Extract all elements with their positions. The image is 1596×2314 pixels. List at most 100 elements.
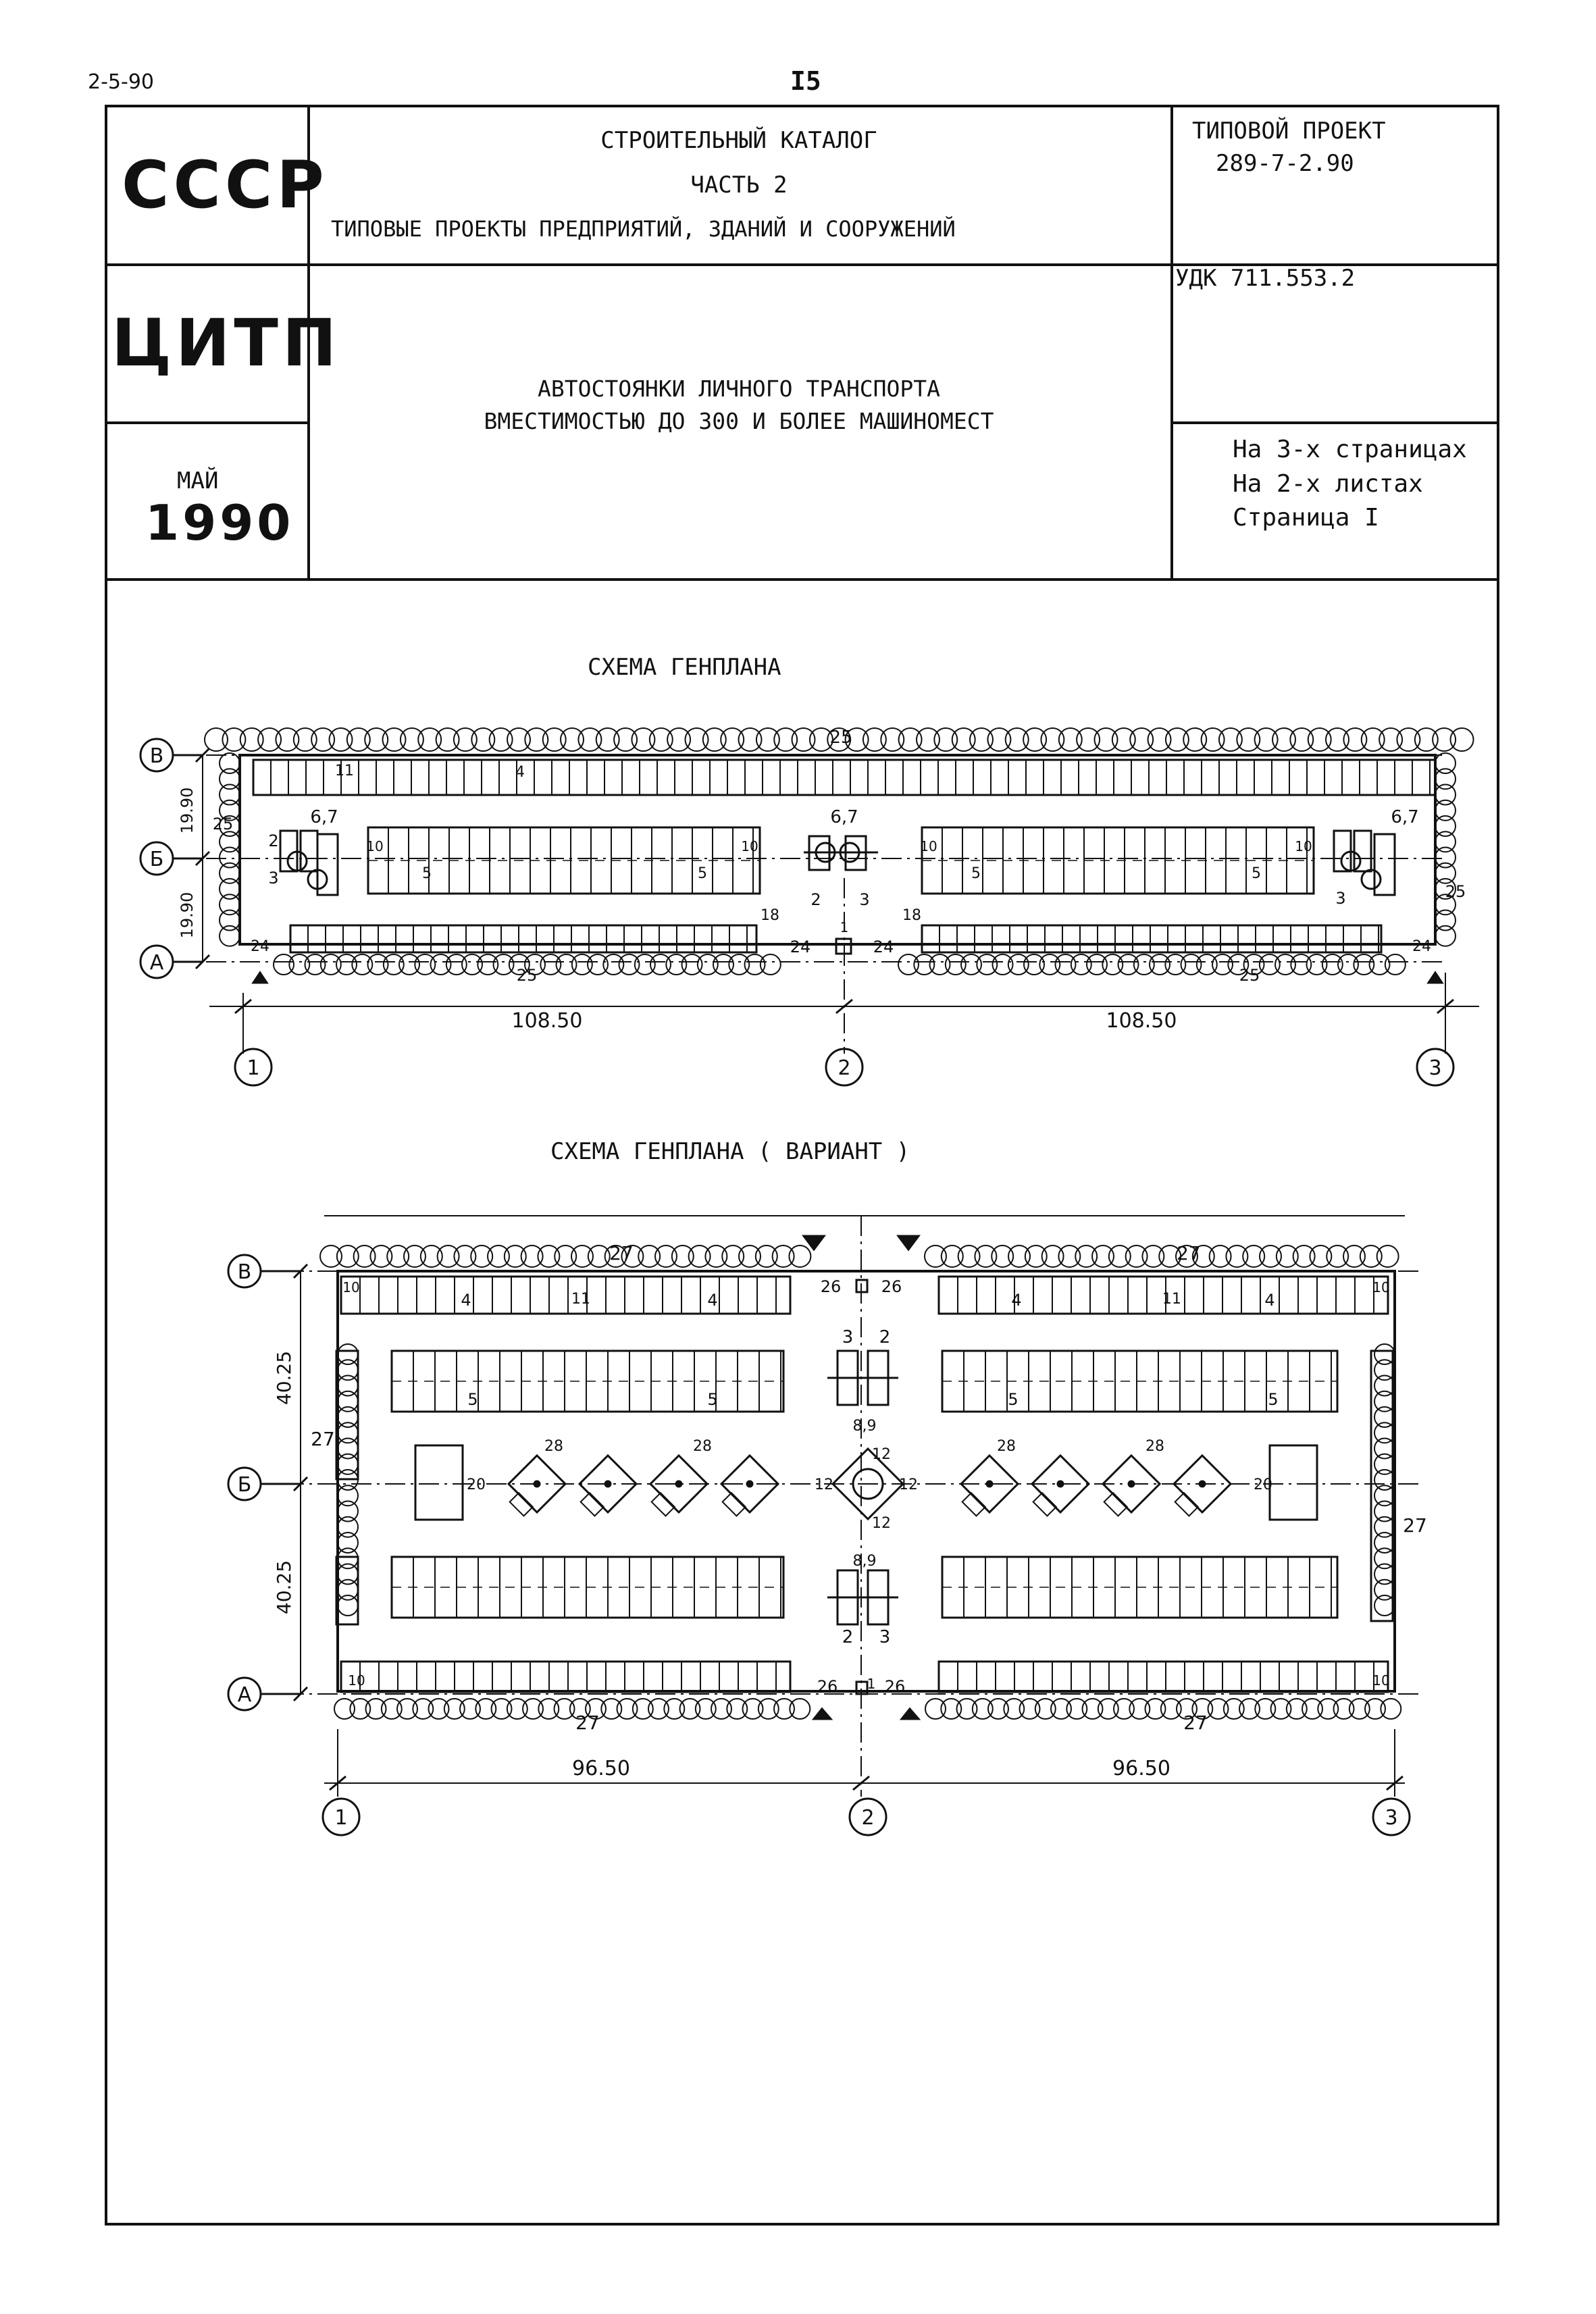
tree	[396, 1698, 418, 1720]
tree	[1227, 954, 1250, 975]
scheme1-label-building-left: 6,7	[310, 807, 338, 827]
tree	[925, 1698, 946, 1720]
tree	[587, 1245, 611, 1268]
tree	[219, 783, 240, 806]
tree	[1306, 954, 1328, 975]
scheme1-label-roadway: 4	[515, 764, 525, 781]
tree	[453, 1245, 477, 1268]
scheme2-label-11-a: 11	[571, 1291, 590, 1308]
scheme2-diamond-pavilions	[507, 1447, 1233, 1521]
tree	[571, 954, 593, 975]
scheme1-entry-arrow-right	[1426, 971, 1444, 984]
tree	[386, 1245, 410, 1268]
tree	[1117, 954, 1139, 975]
tree	[1302, 1698, 1323, 1720]
scheme2-label-27-top-right: 27	[1177, 1242, 1201, 1264]
scheme2-label-27-bottom-left: 27	[575, 1712, 600, 1734]
tree	[648, 1698, 669, 1720]
tree	[1144, 1698, 1166, 1720]
tree	[337, 1532, 359, 1553]
tree	[503, 1245, 527, 1268]
tree	[577, 727, 602, 752]
tree	[1435, 831, 1456, 853]
scheme1-label-5-c: 5	[971, 865, 981, 882]
tree	[1435, 768, 1456, 790]
scheme1-left-building	[279, 829, 339, 896]
tree	[738, 1245, 761, 1268]
scheme2-label-10-a: 10	[342, 1279, 359, 1295]
tree	[353, 1245, 376, 1268]
tree	[1275, 1245, 1299, 1268]
tree	[508, 954, 530, 975]
tree	[292, 727, 317, 752]
scheme2-title: СХЕМА ГЕНПЛАНА ( ВАРИАНТ )	[550, 1138, 910, 1165]
scheme1-label-building-right: 6,7	[1391, 807, 1418, 827]
tree	[219, 878, 240, 900]
scheme2-dim-upper: 40.25	[273, 1351, 295, 1405]
scheme1-site-boundary	[238, 754, 1437, 946]
tree	[696, 954, 719, 975]
tree	[694, 1698, 717, 1720]
tree	[957, 1245, 981, 1268]
tree	[337, 1437, 359, 1460]
tree	[1023, 727, 1048, 752]
month-label: МАЙ	[177, 467, 219, 494]
scheme1-label-5-d: 5	[1252, 865, 1261, 882]
tree	[351, 954, 374, 975]
tree	[334, 1698, 355, 1720]
scheme2-side-pavilions	[414, 1444, 1318, 1521]
tree	[595, 727, 620, 752]
scheme1-label-10-center-left: 10	[741, 838, 758, 854]
tree	[337, 1406, 359, 1428]
tree	[1225, 1245, 1249, 1268]
tree	[1040, 727, 1065, 752]
tree	[1285, 1698, 1308, 1720]
tree	[971, 1698, 994, 1720]
scheme1-entry-arrow-left	[251, 971, 269, 984]
tree	[554, 1245, 577, 1268]
tree	[1129, 727, 1154, 752]
title-line-1: АВТОСТОЯНКИ ЛИЧНОГО ТРАНСПОРТА	[537, 376, 941, 402]
scheme1-dim-right: 108.50	[1106, 1009, 1177, 1033]
tree	[380, 1698, 403, 1720]
scheme2-label-27-left: 27	[311, 1428, 335, 1450]
scheme2-label-20-right: 20	[1254, 1476, 1272, 1493]
tree	[311, 727, 336, 752]
tree	[1348, 1698, 1370, 1720]
tree	[336, 1245, 359, 1268]
tree	[337, 1374, 359, 1397]
scheme2-grid-label-2: 2	[861, 1806, 874, 1830]
tree	[436, 1245, 460, 1268]
tree	[631, 727, 656, 752]
tree	[1432, 727, 1457, 752]
scheme1-label-24-center-left: 24	[790, 937, 811, 956]
tree	[560, 727, 584, 752]
tree	[1414, 727, 1439, 752]
pages-line-3: Страница I	[1233, 504, 1379, 532]
tree	[553, 1698, 575, 1720]
tree	[987, 727, 1012, 752]
project-label: ТИПОВОЙ ПРОЕКТ	[1192, 118, 1386, 145]
tree	[219, 894, 240, 916]
tree	[1380, 1698, 1402, 1720]
tree	[398, 954, 420, 975]
tree	[728, 954, 750, 975]
tree	[616, 1698, 638, 1720]
tree	[477, 954, 499, 975]
tree	[1359, 1245, 1383, 1268]
scheme1-label-10-center-right: 10	[920, 838, 937, 854]
tree	[1102, 954, 1124, 975]
scheme2-label-26-bottom-left: 26	[817, 1677, 838, 1696]
tree	[711, 1698, 732, 1720]
header-row-line-2-left	[105, 421, 307, 424]
tree	[219, 846, 240, 869]
tree	[1343, 1245, 1366, 1268]
tree	[880, 727, 905, 752]
scheme1-label-5-a: 5	[422, 865, 432, 882]
tree	[443, 1698, 465, 1720]
tree	[1091, 1245, 1114, 1268]
tree	[222, 727, 247, 752]
tree	[349, 1698, 371, 1720]
scheme1-tree-row-bottom	[273, 954, 1406, 975]
tree	[520, 1245, 544, 1268]
